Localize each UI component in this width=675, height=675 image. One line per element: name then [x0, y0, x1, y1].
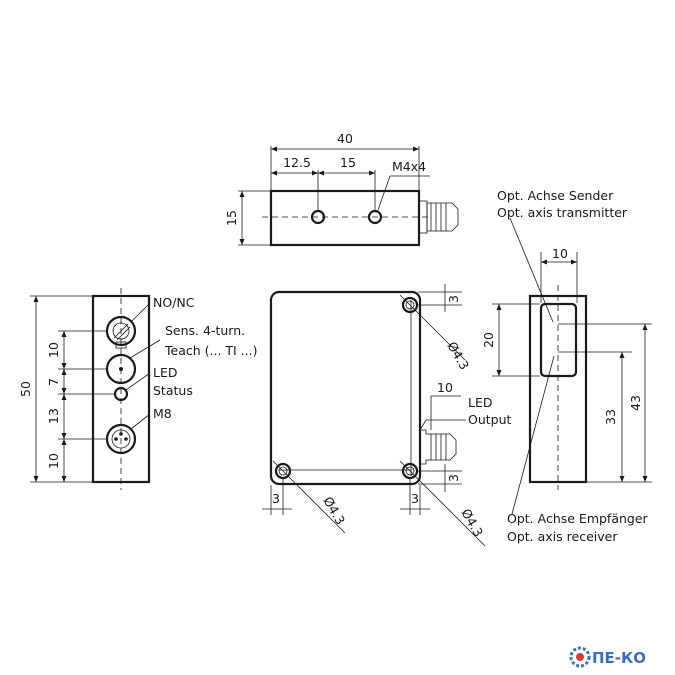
label-status: Status	[153, 383, 193, 398]
company-logo: ПЕ-КО	[569, 646, 646, 668]
side-view: 10 20 33 43 Opt. Achse Sender Opt. axis …	[481, 188, 652, 544]
label-nonc: NO/NC	[153, 295, 195, 310]
output-connector	[420, 429, 457, 465]
label-m4x4: M4x4	[392, 159, 426, 174]
dia-bl: Ø4.3	[320, 494, 348, 527]
label-rx-1: Opt. Achse Empfänger	[507, 511, 649, 526]
dim-12-5: 12.5	[283, 155, 311, 170]
dim-3-br: 3	[446, 474, 461, 482]
dim-20: 20	[481, 332, 496, 348]
label-output: Output	[468, 412, 512, 427]
label-tx-2: Opt. axis transmitter	[497, 205, 628, 220]
dia-br: Ø4.3	[458, 506, 486, 539]
dim-15-top: 15	[340, 155, 356, 170]
dim-10-b: 10	[46, 453, 61, 469]
logo-text: ПЕ-КО	[592, 649, 646, 667]
top-view-body	[269, 189, 421, 247]
top-view: 40 12.5 15 M4x4 15	[224, 131, 459, 247]
top-connector	[418, 200, 459, 234]
dim-33: 33	[603, 409, 618, 425]
label-m8: M8	[153, 406, 172, 421]
dim-10-side: 10	[552, 246, 568, 261]
dia-tr: Ø4.3	[444, 339, 472, 372]
dim-40: 40	[337, 131, 353, 146]
dim-3-bl: 3	[272, 491, 280, 506]
dim-15-height: 15	[224, 210, 239, 226]
dim-50: 50	[18, 381, 33, 397]
label-rx-2: Opt. axis receiver	[507, 529, 618, 544]
dim-3-tr: 3	[446, 295, 461, 303]
dim-10-front: 10	[437, 380, 453, 395]
label-led-out: LED	[468, 395, 493, 410]
label-led: LED	[153, 365, 178, 380]
mount-hole-tr	[401, 296, 419, 314]
dim-7: 7	[46, 378, 61, 386]
optical-window	[539, 302, 578, 378]
dim-10-a: 10	[46, 342, 61, 358]
label-sens-1: Sens. 4-turn.	[165, 323, 245, 338]
label-sens-2: Teach (... TI ...)	[164, 343, 258, 358]
front-view-body	[269, 290, 422, 486]
gear-icon	[569, 646, 591, 668]
dim-3-bb: 3	[411, 491, 419, 506]
label-tx-1: Opt. Achse Sender	[497, 188, 614, 203]
dim-13: 13	[46, 408, 61, 424]
left-view: 10 7 13 10 50 NO/NC Sens. 4-turn. Teach …	[18, 288, 258, 490]
front-view: LED Output 10 3 3 3 3 Ø4.3 Ø4.3 Ø4.3	[262, 284, 512, 547]
dim-43: 43	[628, 395, 643, 411]
